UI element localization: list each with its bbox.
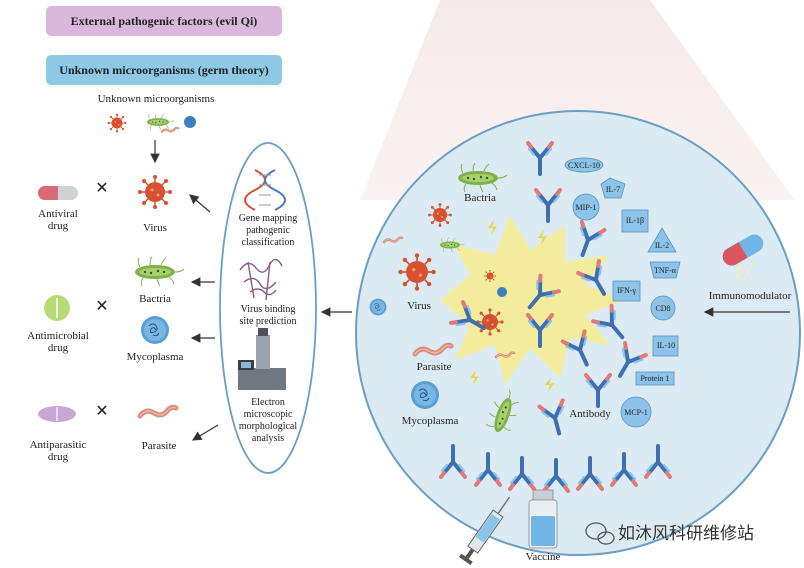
- wechat-icon: [585, 522, 615, 545]
- cytokine-shapes: [564, 157, 681, 428]
- circle-virus-icon: [397, 252, 437, 292]
- syringe-icon: [459, 496, 511, 566]
- ifng-shape: [612, 280, 641, 302]
- watermark-text: 如沐风科研维修站: [618, 524, 754, 544]
- circle-bactria-label: Bactria: [464, 192, 496, 204]
- cytokine-il7: IL-7: [605, 185, 621, 194]
- antibody-label: Antibody: [569, 408, 611, 420]
- analysis-oval: [219, 142, 317, 474]
- mcp1-shape: [620, 396, 652, 428]
- cross-icon-1: ✕: [95, 180, 109, 197]
- small-mycoplasma-icon: [184, 116, 196, 128]
- arrow-to-virus: [189, 194, 211, 213]
- cytokine-il10: IL-10: [656, 341, 676, 350]
- mip1-shape: [572, 193, 600, 221]
- antiparasitic-drug-label: Antiparasitic drug: [29, 439, 87, 463]
- circle-mycoplasma-small-icon: [369, 298, 387, 316]
- circle-mycoplasma-label: Mycoplasma: [401, 415, 459, 427]
- cytokine-cd8: CD8: [655, 304, 671, 313]
- il2-shape: [647, 227, 677, 253]
- bacteria-icon: [134, 256, 185, 287]
- cxcl10-shape: [564, 157, 604, 173]
- circle-parasite-label: Parasite: [416, 361, 452, 373]
- bactria-label: Bactria: [139, 293, 171, 305]
- protein1-shape: [635, 371, 675, 386]
- round-pill-icon: [44, 295, 70, 321]
- protein-structure-icon: [239, 258, 283, 301]
- germ-theory-text: Unknown microorganisms (germ theory): [59, 62, 269, 77]
- vaccine-label: Vaccine: [525, 551, 561, 563]
- circle-virus-small-icon: [427, 202, 453, 228]
- cytokine-mcp1: MCP-1: [624, 408, 648, 417]
- burst-virus-icon: [475, 307, 505, 337]
- cytokine-il1b: IL-1β: [625, 216, 645, 225]
- capsule-icon: [38, 186, 78, 200]
- small-bacteria-icon: [146, 113, 175, 130]
- dna-icon: [244, 169, 286, 211]
- mycoplasma-label: Mycoplasma: [126, 351, 184, 363]
- burst-mycoplasma-icon: [497, 287, 507, 297]
- germ-theory-box: Unknown microorganisms (germ theory): [46, 55, 282, 85]
- electron-microscope-icon: [238, 328, 286, 390]
- oval-pill-icon: [38, 406, 76, 422]
- virus-binding-label: Virus binding site prediction: [239, 304, 297, 327]
- il1b-shape: [621, 209, 649, 233]
- small-parasite-icon: [160, 126, 180, 133]
- antiviral-drug-label: Antiviral drug: [38, 208, 78, 232]
- virus-icon: [137, 174, 173, 210]
- parasite-icon: [140, 407, 176, 416]
- cytokine-tnfa: TNF-α: [654, 266, 676, 275]
- gene-mapping-label: Gene mapping pathogenic classification: [238, 213, 298, 248]
- cd8-shape: [650, 295, 676, 321]
- circle-virus-label: Virus: [407, 300, 431, 312]
- cytokine-protein1: Protein 1: [640, 374, 670, 383]
- virus-label: Virus: [143, 222, 167, 234]
- antimicrobial-drug-label: Antimicrobial drug: [27, 330, 89, 354]
- infection-burst: [440, 215, 625, 385]
- circle-mycoplasma-icon: [410, 380, 440, 410]
- electron-microscopic-label: Electron microscopic morphological analy…: [238, 397, 298, 444]
- cross-icon-2: ✕: [95, 298, 109, 315]
- cytokine-mip1: MIP-1: [575, 203, 597, 212]
- evil-qi-text: External pathogenic factors (evil Qi): [70, 13, 258, 28]
- cytokine-cxcl10: CXCL-10: [568, 161, 600, 170]
- il10-shape: [652, 335, 679, 357]
- arrow-to-parasite: [191, 424, 219, 441]
- cross-icon-3: ✕: [95, 403, 109, 420]
- il7-shape: [600, 177, 626, 199]
- cytokine-ifng: IFN-γ: [616, 286, 637, 295]
- cytokine-il2: IL-2: [654, 241, 670, 250]
- burst-virus-small-icon: [483, 269, 497, 283]
- immunomodulator-label: Immunomodulator: [708, 290, 792, 302]
- tnfa-shape: [649, 261, 681, 279]
- evil-qi-box: External pathogenic factors (evil Qi): [46, 6, 282, 36]
- immunomodulator-pill-icon: [722, 234, 764, 282]
- lightning-icons: [470, 220, 554, 392]
- unknown-microorganisms-label: Unknown microorganisms: [97, 93, 215, 105]
- mycoplasma-icon: [140, 315, 170, 345]
- parasite-label: Parasite: [141, 440, 177, 452]
- vaccine-vial-icon: [528, 489, 558, 549]
- small-virus-icon: [107, 113, 127, 133]
